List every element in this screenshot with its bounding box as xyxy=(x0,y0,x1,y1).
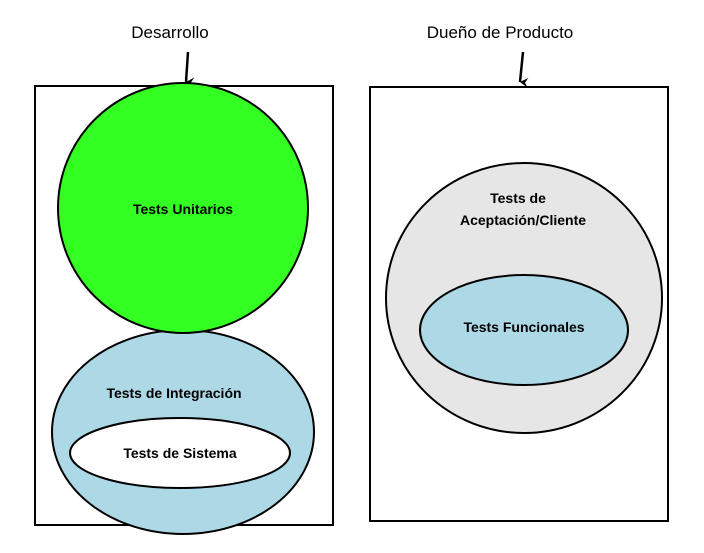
dueno-producto-heading: Dueño de Producto xyxy=(427,23,574,42)
desarrollo-heading: Desarrollo xyxy=(131,23,208,42)
funcionales-label: Tests Funcionales xyxy=(463,319,584,335)
aceptacion-label-line2: Aceptación/Cliente xyxy=(460,212,586,228)
desarrollo-arrow xyxy=(184,51,195,88)
unitarios-circle xyxy=(57,82,309,334)
sistema-ellipse xyxy=(69,417,291,489)
integracion-label: Tests de Integración xyxy=(106,385,241,401)
aceptacion-label-line1: Tests de xyxy=(490,190,546,206)
dueno-producto-arrow xyxy=(518,51,529,88)
dueno-producto-group: Dueño de Producto Tests de Aceptación/Cl… xyxy=(369,23,669,522)
funcionales-ellipse xyxy=(419,274,629,386)
desarrollo-group: Desarrollo Tests de Integración Tests de… xyxy=(34,23,334,535)
unitarios-label: Tests Unitarios xyxy=(133,201,233,217)
sistema-label: Tests de Sistema xyxy=(123,445,237,461)
